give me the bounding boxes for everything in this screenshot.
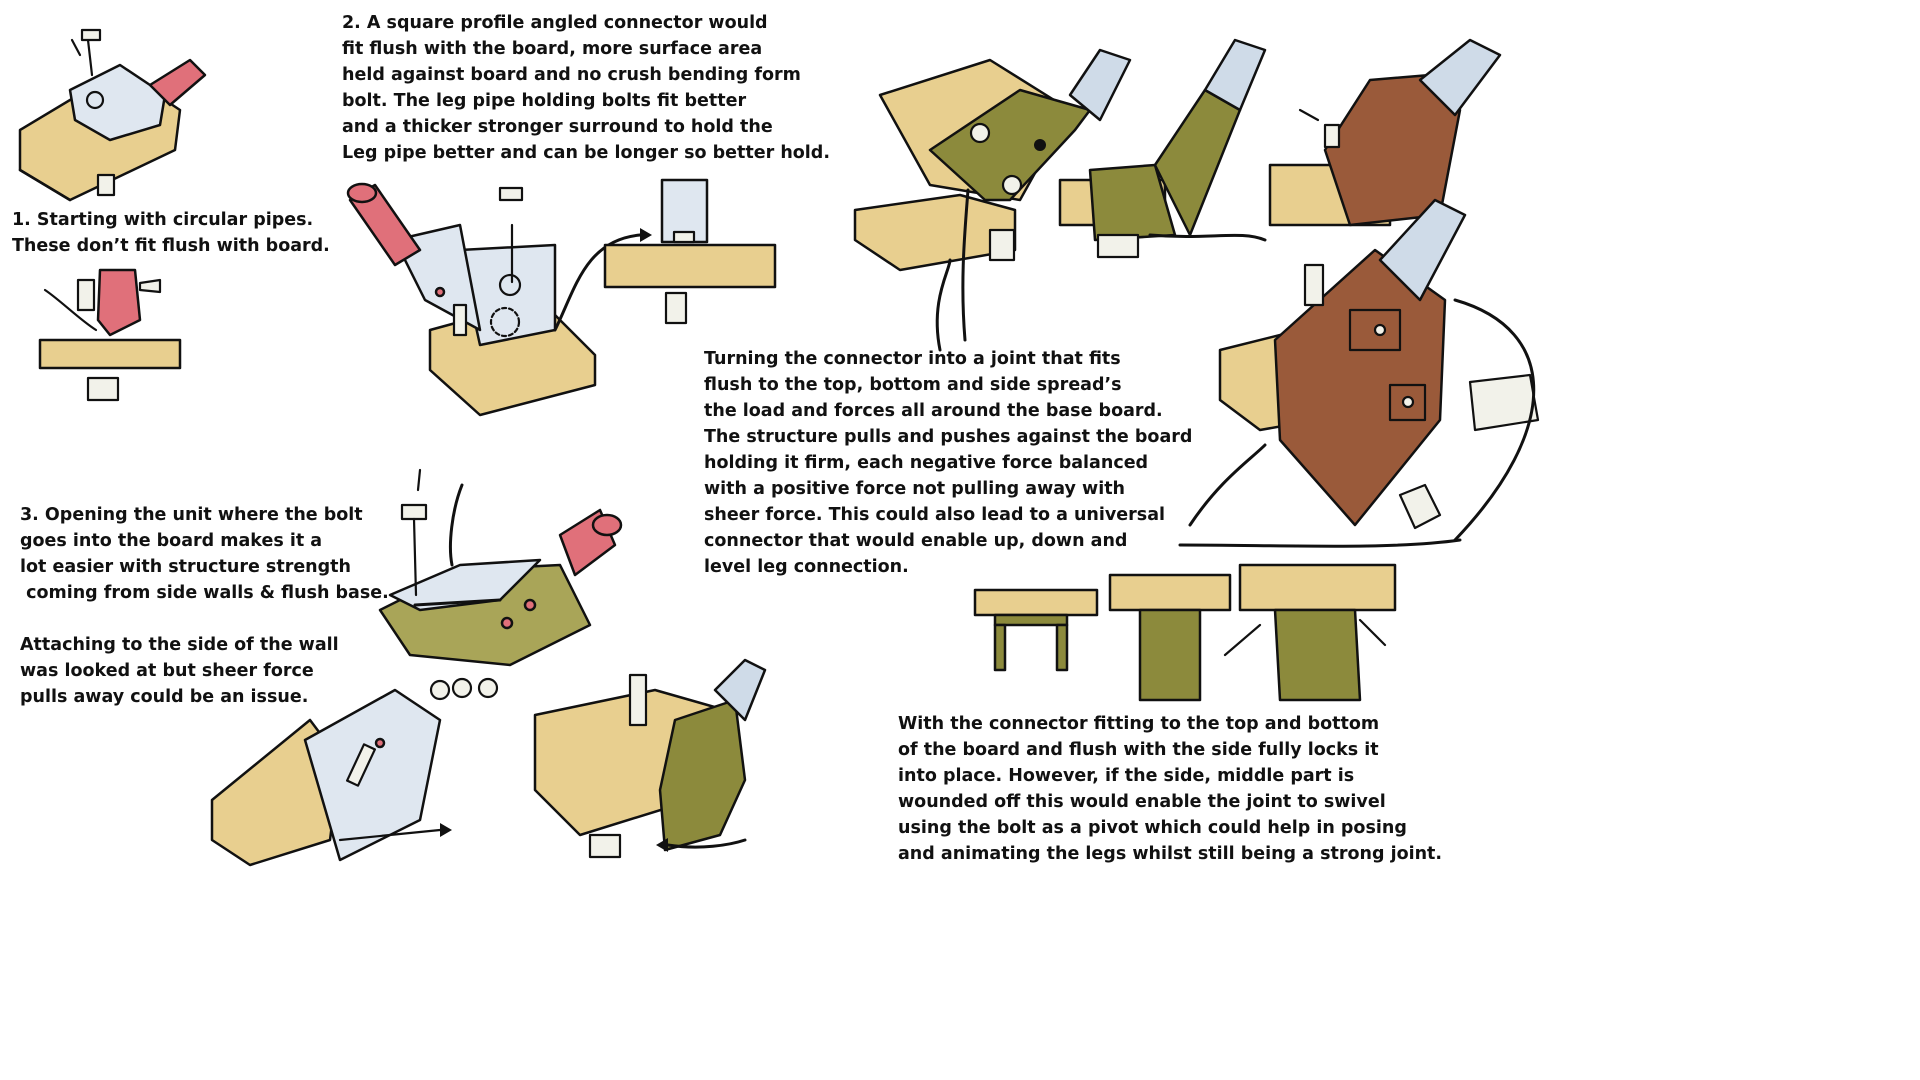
sketch-olive-wrap-connector — [533, 658, 767, 859]
sketch-redbrown-clamp — [1268, 38, 1502, 227]
sketch-olive-joint — [853, 48, 1132, 352]
sketch-opened-unit — [378, 468, 623, 701]
note-joint-load-spread: Turning the connector into a joint that … — [704, 349, 1193, 577]
note-step1-circular-pipes: 1. Starting with circular pipes. These d… — [12, 210, 330, 256]
sketch-canvas — [18, 28, 1540, 867]
note-step3-opening-unit: 3. Opening the unit where the bolt goes … — [20, 505, 389, 707]
sketch-circular-pipe-through-board — [38, 268, 182, 402]
note-swivel-joint: With the connector fitting to the top an… — [898, 714, 1443, 864]
sketch-square-profile-connector — [346, 182, 652, 417]
sketch-circular-pipe-connector — [18, 28, 207, 202]
sketch-olive-u-channel — [1058, 38, 1267, 259]
sketch-side-wall-attach — [210, 688, 452, 867]
sketch-universal-connector — [1148, 198, 1540, 548]
note-step2-square-profile: 2. A square profile angled connector wou… — [342, 13, 830, 163]
sketch-square-side-detail — [603, 178, 777, 325]
sketch-table-profiles — [973, 563, 1397, 702]
